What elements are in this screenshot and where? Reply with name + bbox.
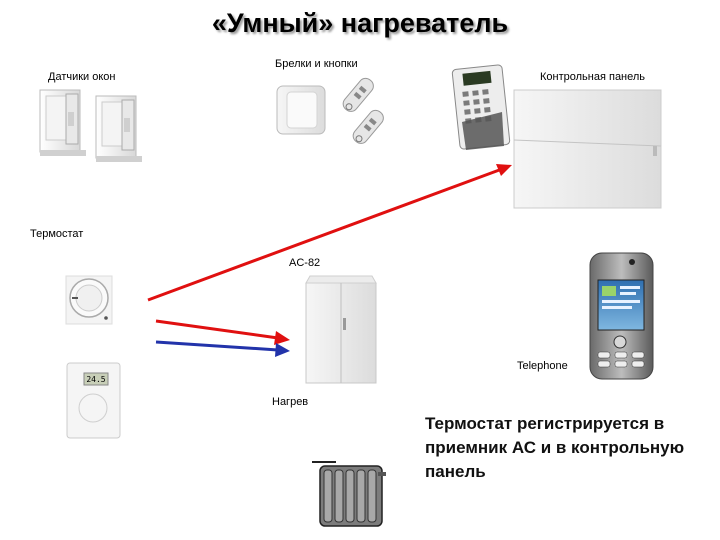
window-sensor-left — [39, 89, 86, 156]
receiver-label: AC-82 — [289, 257, 321, 269]
thermostat-display-value: 24.5 — [86, 375, 106, 384]
window-sensors-label: Датчики окон — [48, 71, 116, 83]
telephone-label: Telephone — [517, 360, 568, 372]
window-sensor-right — [95, 95, 142, 162]
heating-label: Нагрев — [272, 396, 309, 408]
control-panel-keypad — [451, 64, 511, 150]
arrow-thermostat-to-receiver — [155, 319, 290, 345]
round-thermostat — [65, 275, 113, 325]
digital-thermostat — [66, 362, 121, 439]
arrow-heating-feedback — [155, 340, 290, 357]
receiver-ac82 — [305, 275, 377, 384]
page-title: «Умный» нагреватель — [211, 8, 509, 38]
wall-button — [276, 85, 326, 135]
keyfob-upper — [342, 77, 374, 112]
registration-note: Термостат регистрируется в приемник АС и… — [425, 414, 685, 481]
keyfob-lower — [352, 109, 384, 144]
arrow-thermostat-to-control-panel — [147, 164, 512, 302]
thermostat-label: Термостат — [30, 228, 84, 240]
control-panel-label: Контрольная панель — [540, 71, 646, 83]
control-panel-cabinet — [513, 89, 662, 209]
mobile-telephone — [589, 252, 654, 380]
radiator — [312, 461, 386, 527]
keyfobs-label: Брелки и кнопки — [275, 58, 358, 70]
